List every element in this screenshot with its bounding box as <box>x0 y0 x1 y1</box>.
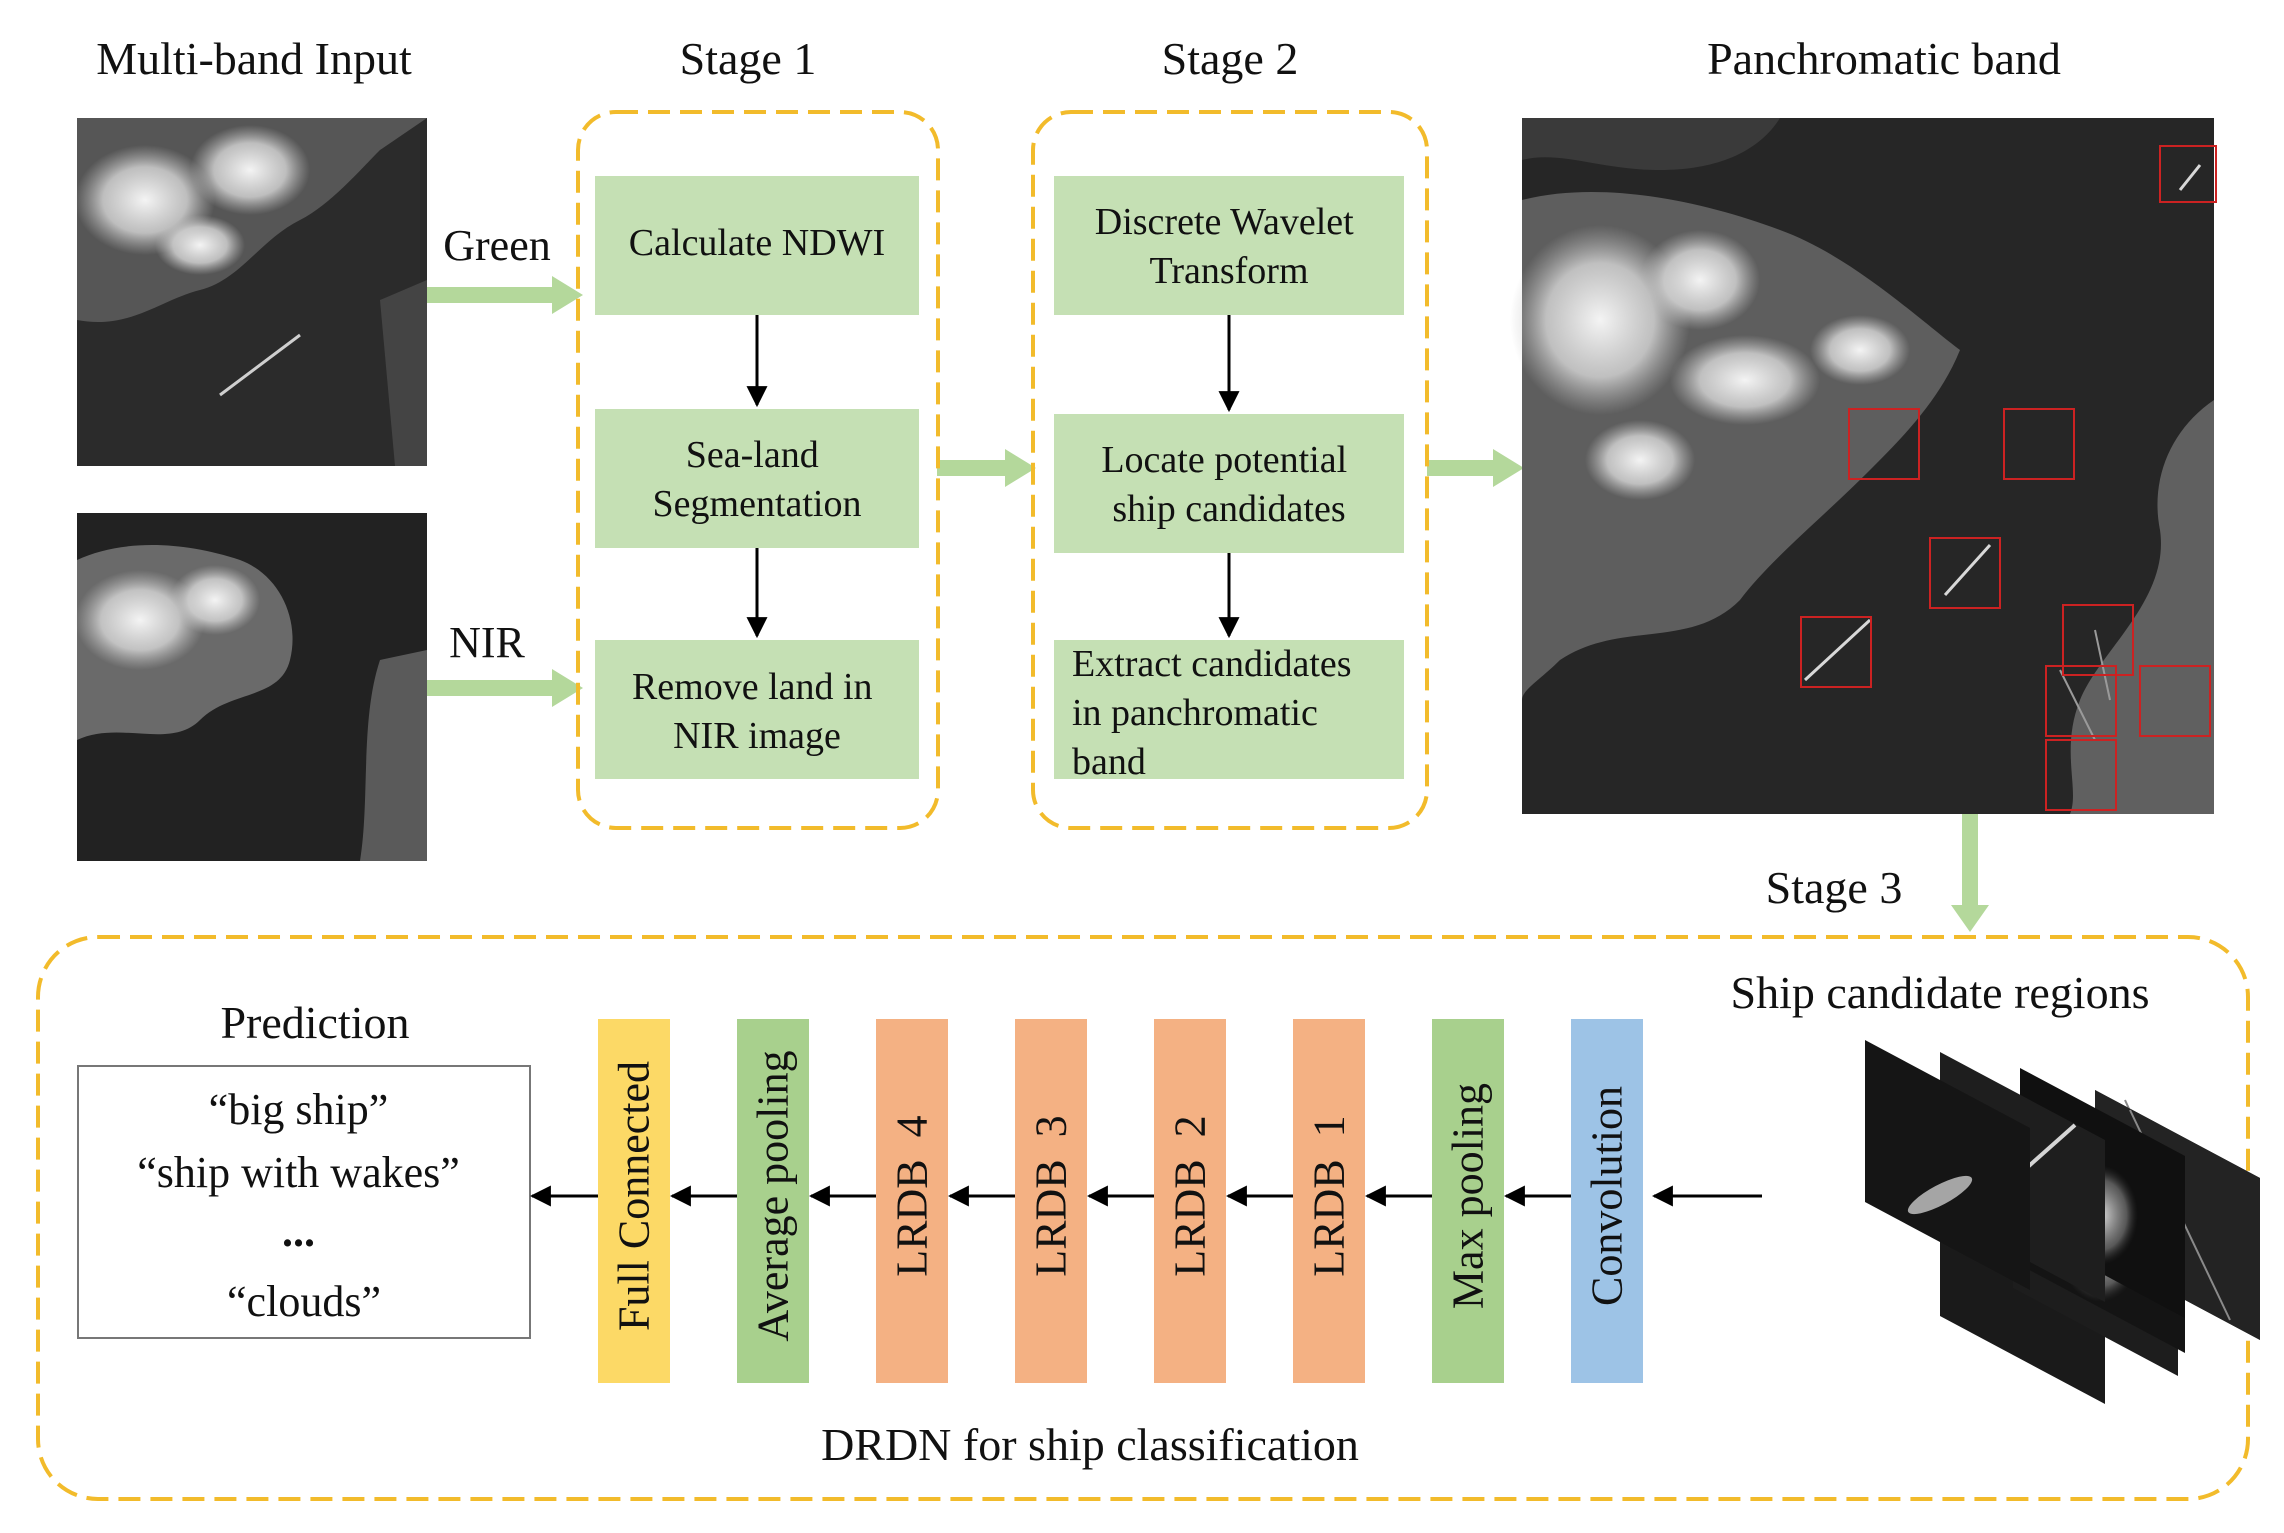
pan-to-stage3-arrow <box>1951 814 1989 932</box>
layer-8-label: Convolution <box>1583 1086 1632 1306</box>
prediction-label: Prediction <box>220 997 409 1048</box>
layer-4-bar <box>1015 1019 1087 1383</box>
stage2-box-locate <box>1054 414 1404 553</box>
green-label: Green <box>443 221 551 270</box>
panchromatic-header: Panchromatic band <box>1707 33 2061 84</box>
stage2-box-dwt-text: Discrete Wavelet Transform <box>1095 201 1363 292</box>
nir-label: NIR <box>449 618 525 667</box>
stage2-steps: Discrete Wavelet Transform Locate potent… <box>1054 176 1404 783</box>
green-band-image <box>75 118 427 466</box>
stage3-header: Stage 3 <box>1766 862 1903 913</box>
stage1-to-stage2-arrow <box>937 449 1036 487</box>
layer-7-bar <box>1432 1019 1504 1383</box>
stage2-to-pan-arrow <box>1427 449 1524 487</box>
input-header: Multi-band Input <box>96 33 412 84</box>
network-title: DRDN for ship classification <box>821 1419 1359 1470</box>
stage1-box-segmentation-text: Sea-land Segmentation <box>653 434 862 525</box>
stage2-container <box>1031 110 1429 830</box>
stage1-header: Stage 1 <box>680 33 817 84</box>
layer-6-label: LRDB 1 <box>1305 1115 1354 1276</box>
stage1-box-remove-land-text: Remove land in NIR image <box>632 666 882 757</box>
layer-3-label: LRDB 4 <box>888 1115 937 1276</box>
stage1-box-segmentation <box>595 409 919 548</box>
layer-6-bar <box>1293 1019 1365 1383</box>
layer-7-label: Max pooling <box>1444 1083 1493 1309</box>
green-flow-arrow <box>427 276 583 314</box>
panchromatic-image <box>1510 118 2217 814</box>
stage1-container <box>576 110 940 830</box>
layer-5-bar <box>1154 1019 1226 1383</box>
layer-4-label: LRDB 3 <box>1027 1115 1076 1276</box>
stage2-box-dwt <box>1054 176 1404 315</box>
layer-3-bar <box>876 1019 948 1383</box>
network-layers: Full Connected Average pooling LRDB 4 LRDB … <box>598 1019 1643 1383</box>
layer-1-bar <box>598 1019 670 1383</box>
nir-band-image <box>75 513 427 861</box>
stage2-box-extract-text: Extract candidates in panchromatic band <box>1072 643 1361 783</box>
stage1-box-remove-land <box>595 640 919 779</box>
detection-boxes <box>1800 145 2217 811</box>
stage1-box-ndwi-text: Calculate NDWI <box>629 222 885 264</box>
nir-flow-arrow <box>427 669 583 707</box>
prediction-text: “big ship” “ship with wakes” ... “clouds… <box>137 1085 471 1326</box>
stage2-box-extract <box>1054 640 1404 779</box>
stage1-steps: Calculate NDWI Sea-land Segmentation Rem… <box>595 176 919 779</box>
stage2-box-locate-text: Locate potential ship candidates <box>1101 439 1356 530</box>
candidate-regions-label: Ship candidate regions <box>1730 967 2149 1018</box>
layer-2-bar <box>737 1019 809 1383</box>
layer-2-label: Average pooling <box>749 1050 798 1341</box>
layer-8-bar <box>1571 1019 1643 1383</box>
candidate-stack-top <box>1865 1040 2030 1290</box>
stage1-box-ndwi <box>595 176 919 315</box>
stage2-header: Stage 2 <box>1162 33 1299 84</box>
flow-arrows <box>427 276 1989 932</box>
prediction-box <box>77 1065 531 1339</box>
layer-5-label: LRDB 2 <box>1166 1115 1215 1276</box>
layer-1-label: Full Connected <box>610 1061 659 1331</box>
